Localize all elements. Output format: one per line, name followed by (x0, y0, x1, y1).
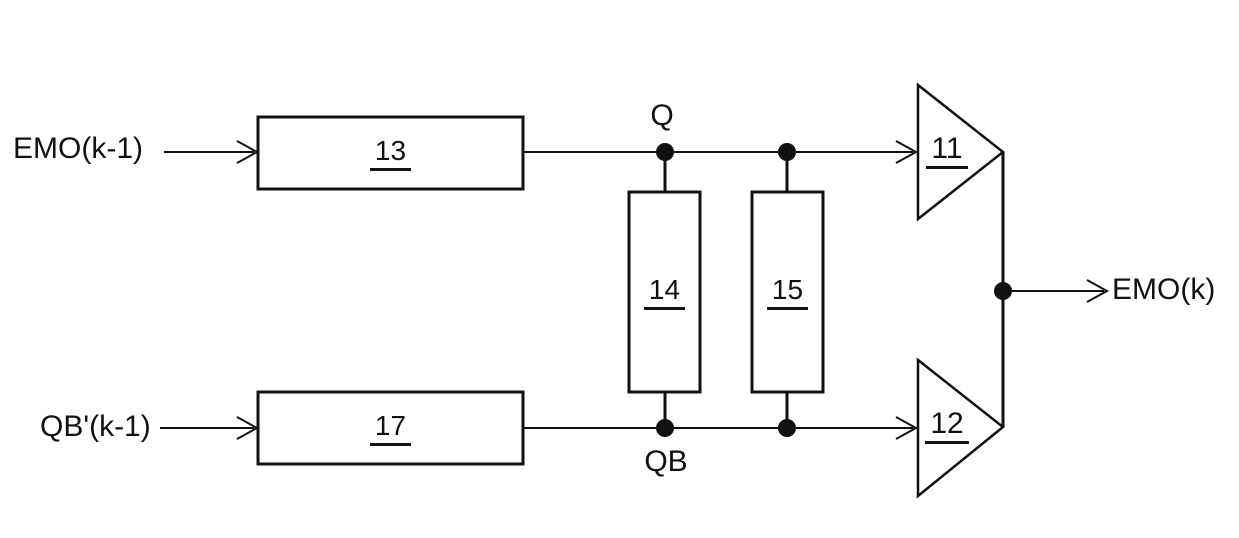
block-15-label: 15 (752, 192, 823, 392)
block-13-label: 13 (258, 117, 523, 189)
block-15-outline (750, 190, 825, 394)
junction-output (994, 282, 1012, 300)
block-17-numeral: 17 (369, 410, 412, 446)
net-q-label: Q (650, 99, 674, 132)
buffer-11-numeral: 11 (926, 133, 968, 169)
net-q-arrowhead (895, 140, 919, 164)
block-14-label: 14 (629, 192, 700, 392)
junction-q-left (656, 143, 674, 161)
output-label: EMO(k) (1112, 273, 1216, 306)
block-13-outline (256, 115, 525, 191)
block-15-numeral: 15 (766, 274, 809, 310)
block-17-label: 17 (258, 392, 523, 464)
junction-qb-left (656, 419, 674, 437)
input-top-arrowhead (236, 140, 260, 164)
output-arrowhead (1086, 279, 1110, 303)
input-top-label: EMO(k-1) (13, 132, 143, 165)
buffer-11-label: 11 (918, 92, 976, 210)
junction-q-right (778, 143, 796, 161)
buffer-12-label: 12 (918, 367, 976, 485)
input-bottom-arrowhead (236, 416, 260, 440)
block-14-numeral: 14 (643, 274, 686, 310)
net-qb-arrowhead (895, 416, 919, 440)
block-14-outline (627, 190, 702, 394)
buffer-12-numeral: 12 (925, 408, 969, 444)
block-13-numeral: 13 (369, 135, 412, 171)
junction-qb-right (778, 419, 796, 437)
net-qb-label: QB (644, 445, 688, 478)
input-bottom-label: QB'(k-1) (40, 410, 151, 443)
